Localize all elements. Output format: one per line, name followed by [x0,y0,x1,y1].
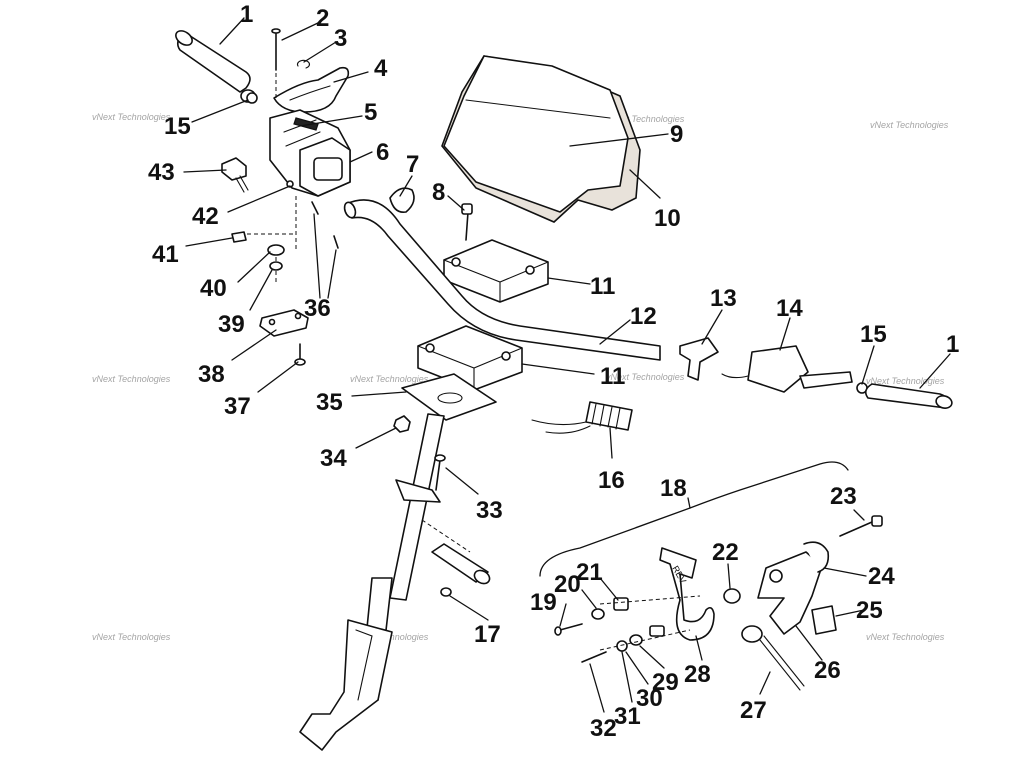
right-grip [864,383,953,409]
callout-10: 10 [654,205,681,232]
steering-plate [393,373,497,433]
callout-25: 25 [856,597,883,624]
throttle-lever [273,66,350,113]
small-hardware [231,180,339,271]
callout-28: 28 [684,661,711,688]
callout-16: 16 [598,467,625,494]
hood-panel [441,55,641,223]
callout-4: 4 [374,55,388,82]
cable-spring [531,401,633,434]
callout-1: 1 [946,331,959,358]
throttle-housing [269,109,351,197]
callout-30: 30 [636,685,663,712]
callout-11: 11 [590,273,615,300]
watermarks: vNext Technologies vNext Technologies vN… [92,112,949,642]
callout-14: 14 [776,295,803,322]
shift-cable-end [741,625,805,691]
callout-43: 43 [148,159,175,186]
callout-19: 19 [530,589,557,616]
callout-8: 8 [432,179,445,206]
callout-13: 13 [710,285,737,312]
shift-hardware [554,588,741,663]
callout-2: 2 [316,5,329,32]
handlebar [343,199,661,361]
callout-26: 26 [814,657,841,684]
watermark-text: vNext Technologies [866,376,945,386]
reverse-shift-lever: REV [659,547,715,641]
callout-labels: 1 2 3 4 15 5 6 43 7 8 9 10 42 41 11 40 3… [148,1,959,742]
callout-41: 41 [152,241,179,268]
kill-switch [221,157,249,193]
left-grip [175,30,256,103]
callout-38: 38 [198,361,225,388]
mount-bracket [259,309,309,366]
watermark-text: vNext Technologies [866,632,945,642]
leader-lines [183,17,951,713]
callout-36: 36 [304,295,331,322]
callout-40: 40 [200,275,227,302]
riser-bolt [461,203,473,241]
watermark-text: vNext Technologies [350,374,429,384]
column-hardware [421,454,491,597]
pivot-bracket [757,515,883,635]
callout-32: 32 [590,715,617,742]
callout-42: 42 [192,203,219,230]
callout-17: 17 [474,621,501,648]
callout-12: 12 [630,303,657,330]
wire-clip [389,187,415,214]
callout-33: 33 [476,497,503,524]
callout-34: 34 [320,445,347,472]
watermark-text: vNext Technologies [92,374,171,384]
brake-lever [721,345,853,393]
handlebar-clamp-lower [417,325,523,391]
callout-22: 22 [712,539,739,566]
callout-5: 5 [364,99,377,126]
cable-bracket [679,337,719,381]
callout-23: 23 [830,483,857,510]
callout-21: 21 [576,559,603,586]
grip-end-plug [246,92,258,104]
callout-3: 3 [334,25,347,52]
watermark-text: vNext Technologies [606,372,685,382]
callout-9: 9 [670,121,683,148]
callout-29: 29 [652,669,679,696]
callout-37: 37 [224,393,251,420]
callout-20: 20 [554,571,581,598]
callout-24: 24 [868,563,895,590]
callout-35: 35 [316,389,343,416]
watermark-text: vNext Technologies [870,120,949,130]
clip [296,59,310,69]
callout-39: 39 [218,311,245,338]
handlebar-clamp-upper [443,239,549,303]
callout-1: 1 [240,1,253,28]
callout-7: 7 [406,151,419,178]
steering-column [299,413,445,751]
reverse-assembly-bracket [539,461,849,577]
callout-18: 18 [660,475,687,502]
pin [271,28,281,71]
callout-6: 6 [376,139,389,166]
callout-15: 15 [860,321,887,348]
watermark-text: vNext Technologies [92,112,171,122]
watermark-text: vNext Technologies [92,632,171,642]
callout-11: 11 [600,363,625,390]
watermark-text: vNext Technologies [606,114,685,124]
callout-15: 15 [164,113,191,140]
callout-31: 31 [614,703,641,730]
callout-27: 27 [740,697,767,724]
